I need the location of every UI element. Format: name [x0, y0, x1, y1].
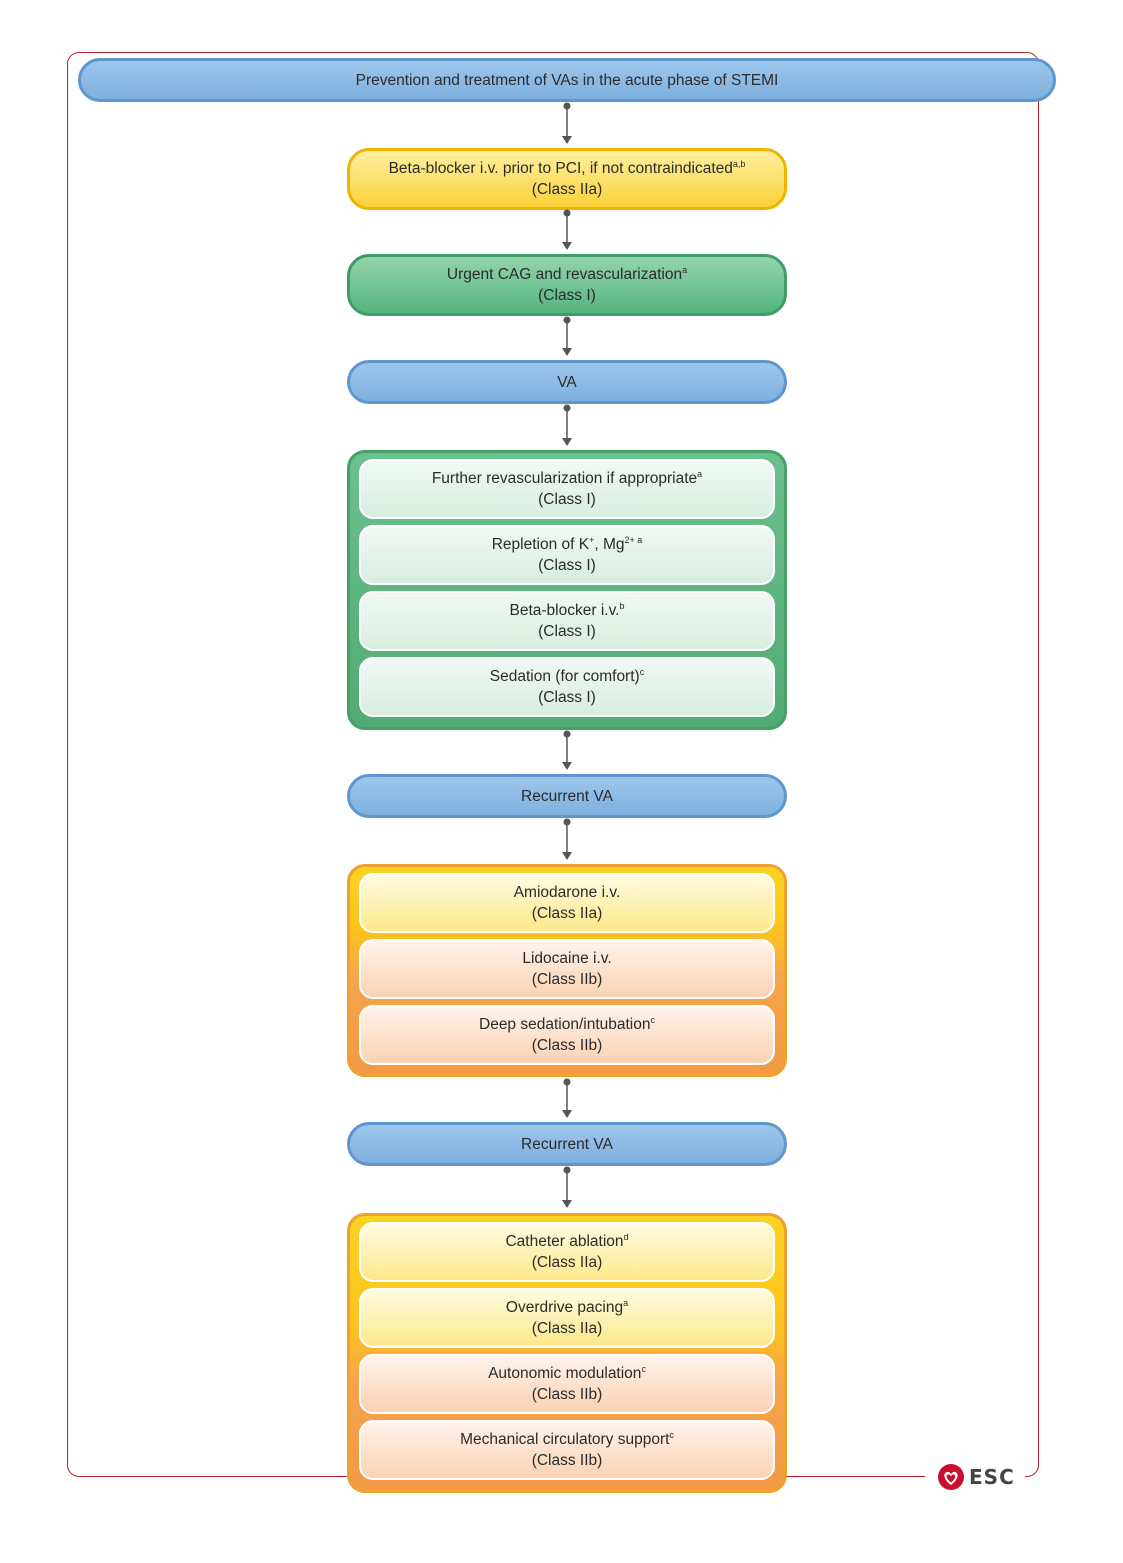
- autonomic-modulation-box: Autonomic modulationc (Class IIb): [359, 1354, 775, 1414]
- overdrive-pacing-class: (Class IIa): [531, 1320, 603, 1337]
- arrow-cag-to-va: [562, 316, 572, 356]
- sedation-sup: c: [639, 666, 645, 677]
- va-text: VA: [557, 373, 577, 391]
- esc-logo: ESC: [937, 1463, 1015, 1491]
- urgent-cag-box: Urgent CAG and revascularizationa (Class…: [347, 254, 787, 316]
- repletion-class: (Class I): [538, 557, 596, 574]
- urgent-cag-class: (Class I): [538, 287, 596, 304]
- beta-blocker-pre-pci-text: Beta-blocker i.v. prior to PCI, if not c…: [388, 160, 733, 177]
- beta-blocker-iv-box: Beta-blocker i.v.b (Class I): [359, 591, 775, 651]
- recurrent-va-box-2: Recurrent VA: [347, 1122, 787, 1166]
- arrow-va-to-group1: [562, 404, 572, 446]
- catheter-ablation-sup: d: [623, 1231, 629, 1242]
- further-revascularization-sup: a: [697, 468, 703, 479]
- autonomic-modulation-class: (Class IIb): [531, 1386, 603, 1403]
- va-box: VA: [347, 360, 787, 404]
- overdrive-pacing-sup: a: [623, 1297, 629, 1308]
- sedation-class: (Class I): [538, 689, 596, 706]
- title-box: Prevention and treatment of VAs in the a…: [78, 58, 1056, 102]
- recurrent-va-text-1: Recurrent VA: [521, 787, 613, 805]
- repletion-sup-mg: 2+ a: [624, 534, 643, 545]
- recurrent-va-box-1: Recurrent VA: [347, 774, 787, 818]
- deep-sedation-box: Deep sedation/intubationc (Class IIb): [359, 1005, 775, 1065]
- catheter-ablation-box: Catheter ablationd (Class IIa): [359, 1222, 775, 1282]
- esc-heart-icon: [938, 1464, 964, 1490]
- arrow-title-to-beta: [562, 102, 572, 144]
- urgent-cag-sup: a: [682, 264, 688, 275]
- sedation-box: Sedation (for comfort)c (Class I): [359, 657, 775, 717]
- beta-blocker-iv-sup: b: [619, 600, 625, 611]
- repletion-text: Repletion of K: [491, 536, 590, 553]
- mechanical-support-sup: c: [669, 1429, 674, 1440]
- beta-blocker-iv-class: (Class I): [538, 623, 596, 640]
- autonomic-modulation-text: Autonomic modulation: [488, 1365, 642, 1382]
- mechanical-support-class: (Class IIb): [531, 1452, 603, 1469]
- lidocaine-box: Lidocaine i.v. (Class IIb): [359, 939, 775, 999]
- arrow-group2-to-recurrent2: [562, 1078, 572, 1118]
- amiodarone-class: (Class IIa): [531, 905, 603, 922]
- amiodarone-text: Amiodarone i.v.: [513, 884, 621, 901]
- urgent-cag-text: Urgent CAG and revascularization: [446, 266, 683, 283]
- arrow-recurrent2-to-group3: [562, 1166, 572, 1208]
- arrow-beta-to-cag: [562, 209, 572, 250]
- arrow-group1-to-recurrent: [562, 730, 572, 770]
- deep-sedation-text: Deep sedation/intubation: [479, 1016, 651, 1033]
- first-line-treatment-group: Further revascularization if appropriate…: [347, 450, 787, 730]
- recurrent-va-text-2: Recurrent VA: [521, 1135, 613, 1153]
- beta-blocker-iv-text: Beta-blocker i.v.: [509, 602, 620, 619]
- sedation-text: Sedation (for comfort): [489, 668, 640, 685]
- lidocaine-class: (Class IIb): [531, 971, 603, 988]
- catheter-ablation-class: (Class IIa): [531, 1254, 603, 1271]
- esc-logo-text: ESC: [969, 1465, 1015, 1489]
- mechanical-support-text: Mechanical circulatory support: [460, 1431, 670, 1448]
- amiodarone-box: Amiodarone i.v. (Class IIa): [359, 873, 775, 933]
- lidocaine-text: Lidocaine i.v.: [522, 950, 612, 967]
- deep-sedation-sup: c: [650, 1014, 656, 1025]
- catheter-ablation-text: Catheter ablation: [505, 1233, 624, 1250]
- mechanical-support-box: Mechanical circulatory supportc (Class I…: [359, 1420, 775, 1480]
- beta-blocker-pre-pci-box: Beta-blocker i.v. prior to PCI, if not c…: [347, 148, 787, 210]
- further-revascularization-class: (Class I): [538, 491, 596, 508]
- title-text: Prevention and treatment of VAs in the a…: [355, 71, 779, 89]
- third-line-treatment-group: Catheter ablationd (Class IIa) Overdrive…: [347, 1213, 787, 1493]
- arrow-recurrent-to-group2: [562, 818, 572, 860]
- further-revascularization-box: Further revascularization if appropriate…: [359, 459, 775, 519]
- overdrive-pacing-text: Overdrive pacing: [505, 1299, 624, 1316]
- repletion-mid: , Mg: [594, 536, 625, 553]
- repletion-box: Repletion of K+, Mg2+ a (Class I): [359, 525, 775, 585]
- beta-blocker-pre-pci-sup: a,b: [732, 158, 746, 169]
- autonomic-modulation-sup: c: [641, 1363, 646, 1374]
- deep-sedation-class: (Class IIb): [531, 1037, 603, 1054]
- beta-blocker-pre-pci-class: (Class IIa): [531, 181, 603, 198]
- overdrive-pacing-box: Overdrive pacinga (Class IIa): [359, 1288, 775, 1348]
- second-line-treatment-group: Amiodarone i.v. (Class IIa) Lidocaine i.…: [347, 864, 787, 1077]
- further-revascularization-text: Further revascularization if appropriate: [431, 470, 698, 487]
- repletion-sup-k: +: [589, 534, 595, 545]
